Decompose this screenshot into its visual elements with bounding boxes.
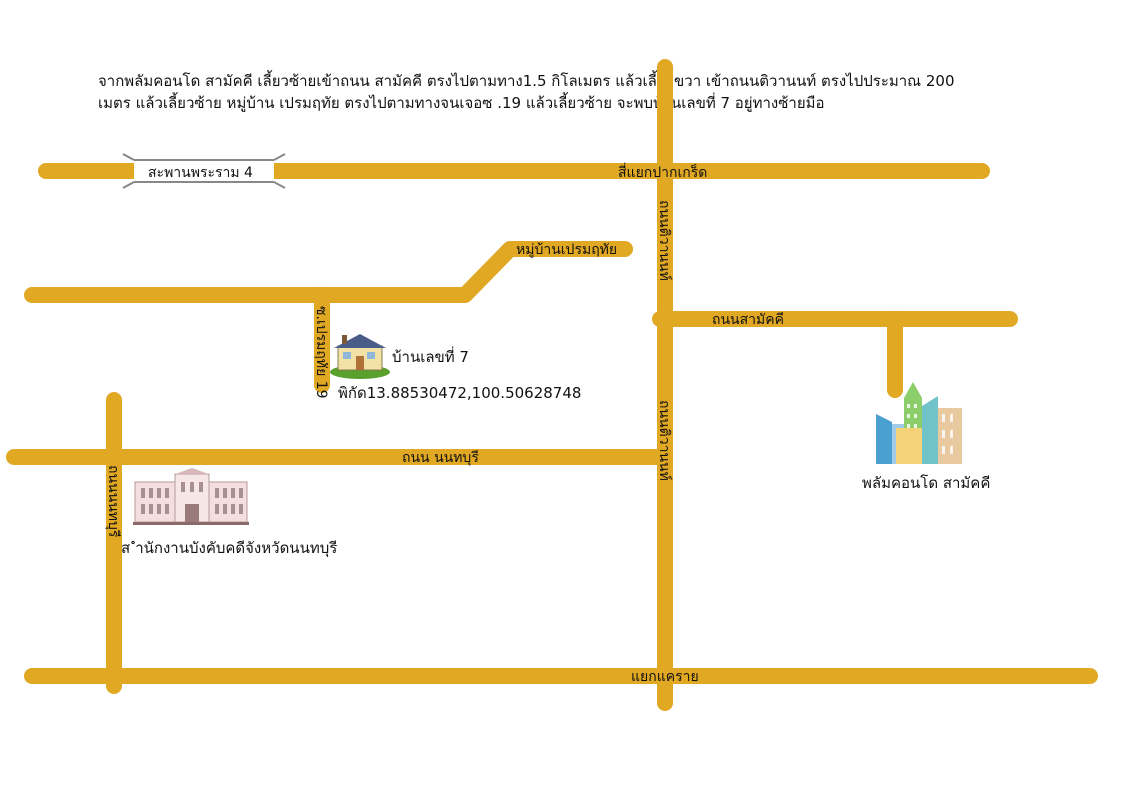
house-label: บ้านเลขที่ 7 — [392, 346, 469, 366]
bridge — [122, 153, 286, 189]
bridge-label: สะพานพระราม 4 — [148, 165, 253, 181]
house-icon — [330, 334, 390, 379]
label-soi-19: ซ.เปรมฤทัย 19 — [313, 306, 329, 399]
label-samakkhi: ถนนสามัคคี — [712, 312, 784, 328]
house-coordinates: พิกัด13.88530472,100.50628748 — [338, 384, 581, 402]
road-moo-baan — [24, 241, 633, 303]
office-label: ส ำนักงานบังคับคดีจังหวัดนนทบุรี — [121, 539, 337, 558]
label-moo-baan: หมู่บ้านเปรมฤทัย — [516, 242, 617, 258]
condo-label: พลัมคอนโด สามัคคี — [862, 474, 990, 492]
label-tiwanon-south: ถนนติวานนท์ — [656, 400, 673, 481]
label-west-road: ถนนนนทบุรี — [105, 465, 121, 538]
directions-line-2: เมตร แล้วเลี้ยวซ้าย หมู่บ้าน เปรมฤทัย ตร… — [98, 94, 825, 112]
condo-buildings-icon — [876, 382, 962, 464]
directions-line-1: จากพลัมคอนโด สามัคคี เลี้ยวซ้ายเข้าถนน ส… — [98, 72, 955, 90]
label-tiwanon-north: ถนนติวานนท์ — [656, 200, 673, 281]
label-nonthaburi: ถนน นนทบุรี — [402, 450, 479, 466]
label-pak-kret-junction: สี่แยกปากเกร็ด — [618, 163, 707, 181]
directions-text: จากพลัมคอนโด สามัคคี เลี้ยวซ้ายเข้าถนน ส… — [98, 70, 998, 114]
government-building-icon — [133, 468, 249, 525]
label-khae-rai: แยกแคราย — [631, 669, 699, 685]
